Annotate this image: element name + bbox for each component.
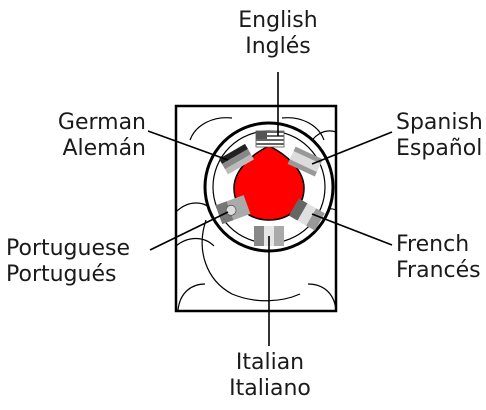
label-french-en: French [396,232,484,258]
label-spanish-es: Español [396,136,484,162]
label-portuguese-en: Portuguese [6,236,154,262]
label-italian: Italian Italiano [214,350,326,402]
label-french-es: Francés [396,258,484,284]
label-portuguese: Portuguese Portugués [6,236,154,288]
label-english-en: English [222,8,334,34]
label-italian-es: Italiano [214,376,326,402]
label-portuguese-es: Portugués [6,262,154,288]
us-flag-icon [256,131,284,147]
label-spanish: Spanish Español [396,110,484,162]
label-german: German Alemán [30,110,146,162]
label-french: French Francés [396,232,484,284]
label-german-es: Alemán [30,136,146,162]
label-english-es: Inglés [222,34,334,60]
label-spanish-en: Spanish [396,110,484,136]
label-english: English Inglés [222,8,334,60]
label-german-en: German [30,110,146,136]
label-italian-en: Italian [214,350,326,376]
